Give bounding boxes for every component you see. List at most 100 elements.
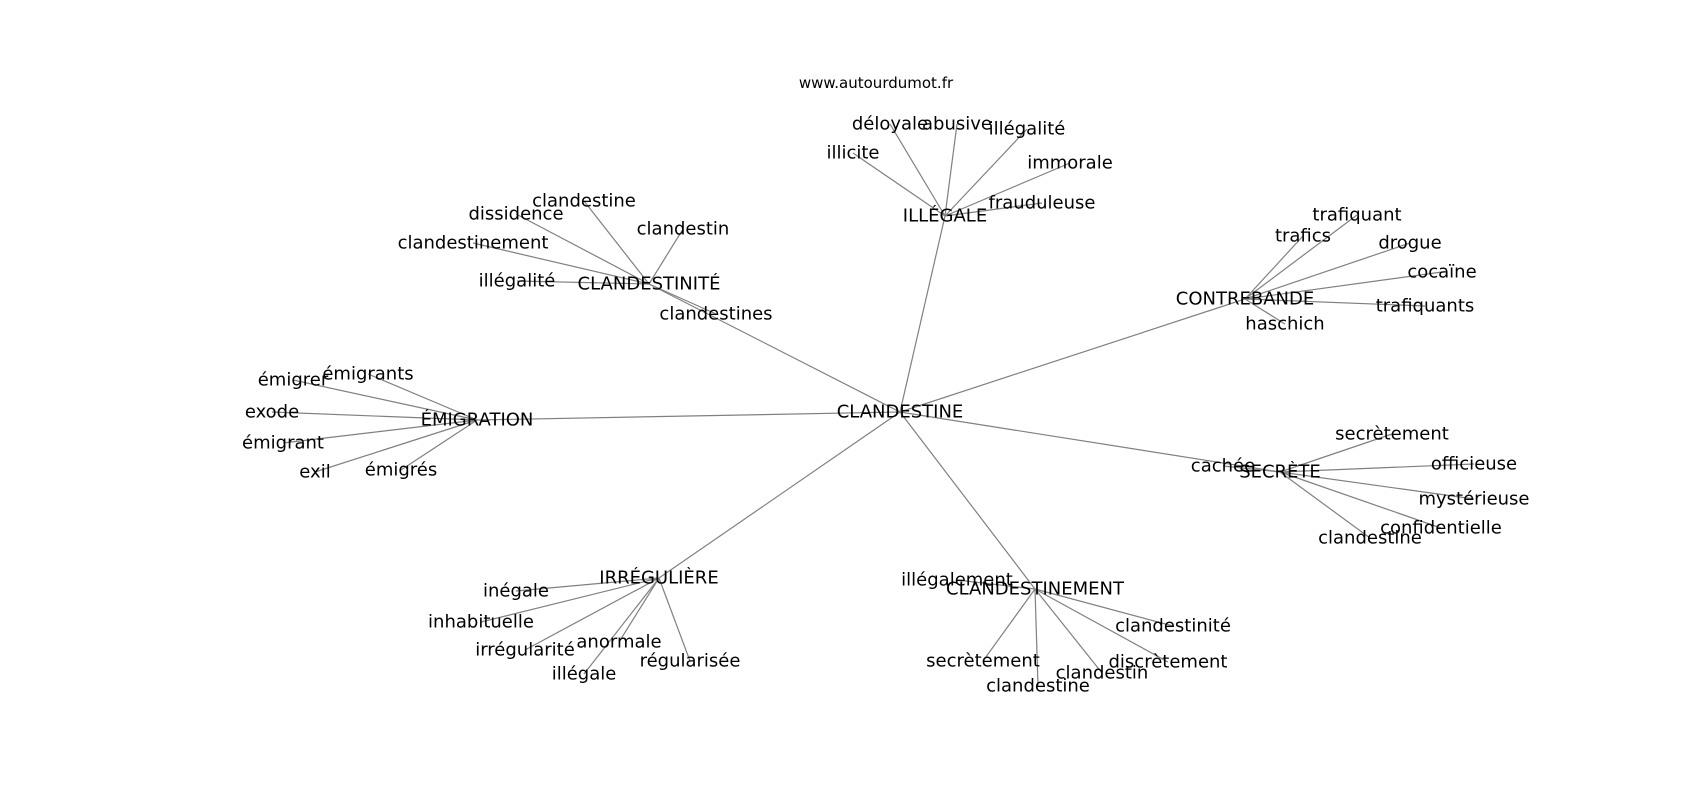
node-irreguliere-illegale: illégale	[552, 664, 617, 685]
edge-emigration-to-emigration_emigres	[400, 419, 478, 471]
edge-contrebande-to-contrebande_trafiquants	[1244, 298, 1426, 307]
node-secrete-secretement: secrètement	[1335, 424, 1449, 445]
node-clandestinement-clandestin: clandestin	[1056, 663, 1149, 684]
edge-clandestine_center-to-contrebande	[899, 298, 1246, 413]
node-irreguliere-irregularite: irrégularité	[475, 640, 575, 661]
node-illegale-immorale: immorale	[1027, 153, 1113, 174]
node-clandestinite-dissidence: dissidence	[468, 204, 563, 225]
node-clandestinite-clandestine: clandestine	[532, 191, 636, 212]
edge-clandestine_center-to-clandestinement	[899, 411, 1036, 590]
edge-secrete-to-secrete_clandestine	[1279, 471, 1371, 539]
graph-labels: www.autourdumot.fr CLANDESTINE ILLÉGALE il…	[242, 74, 1529, 697]
node-secrete-officieuse: officieuse	[1431, 454, 1517, 475]
node-emigration-exil: exil	[299, 462, 330, 483]
edge-clandestine_center-to-clandestinite	[648, 283, 901, 413]
edge-contrebande-to-contrebande_cocaine	[1244, 271, 1443, 300]
node-clandestinement-discretement: discrètement	[1109, 652, 1228, 673]
node-illegale-abusive: abusive	[922, 114, 992, 135]
node-contrebande-trafics: trafics	[1275, 226, 1331, 247]
edge-contrebande-to-contrebande_drogue	[1244, 242, 1411, 300]
node-contrebande-trafiquants: trafiquants	[1376, 296, 1475, 317]
edge-emigration-to-emigration_exode	[271, 411, 478, 421]
node-clandestinite-clandestin: clandestin	[637, 219, 730, 240]
edge-emigration-to-emigration_emigrants	[367, 373, 478, 421]
edge-clandestinement-to-clandestinement_clandestinite	[1034, 588, 1174, 627]
edge-clandestinement-to-clandestinement_clandestin	[1034, 588, 1103, 674]
node-illegale-deloyale: déloyale	[852, 114, 928, 135]
edge-clandestine_center-to-secrete	[899, 411, 1281, 473]
edge-illegale-to-illegale_illicite	[852, 152, 946, 217]
node-secrete-confidentielle: confidentielle	[1380, 518, 1502, 539]
node-secrete-clandestine: clandestine	[1318, 528, 1422, 549]
edge-secrete-to-secrete_mysterieuse	[1279, 471, 1475, 500]
edge-clandestine_center-to-irreguliere	[658, 411, 901, 579]
node-emigration-emigrants: émigrants	[322, 364, 413, 385]
edge-clandestinite-to-clandestinite_clandestinement	[472, 242, 650, 285]
edge-clandestinement-to-clandestinement_clandestine	[1034, 588, 1039, 687]
edge-contrebande-to-contrebande_trafiquant	[1244, 214, 1358, 300]
edge-irreguliere-to-irreguliere_inegale	[515, 577, 660, 592]
source-watermark: www.autourdumot.fr	[799, 74, 954, 92]
edge-clandestinement-to-clandestinement_secretement	[982, 588, 1036, 662]
node-secrete-cachee: cachée	[1191, 456, 1255, 477]
edge-irreguliere-to-irreguliere_irregularite	[524, 577, 660, 651]
edge-illegale-to-illegale_frauduleuse	[944, 202, 1043, 217]
edge-contrebande-to-contrebande_haschich	[1244, 298, 1286, 325]
node-irreguliere-regularisee: régularisée	[640, 651, 741, 672]
node-illegale-frauduleuse: frauduleuse	[989, 193, 1096, 214]
edge-clandestinement-to-clandestinement_discretement	[1034, 588, 1169, 663]
node-contrebande-cocaine: cocaïne	[1407, 262, 1476, 283]
node-clandestinement: CLANDESTINEMENT	[946, 579, 1125, 600]
edge-irreguliere-to-irreguliere_illegale	[583, 577, 660, 675]
edge-irreguliere-to-irreguliere_inhabituelle	[480, 577, 660, 623]
node-contrebande-haschich: haschich	[1245, 314, 1324, 335]
node-contrebande: CONTREBANDE	[1176, 289, 1314, 310]
edge-clandestinite-to-clandestinite_illegalite	[516, 280, 650, 285]
node-clandestinite-illegalite: illégalité	[479, 271, 556, 292]
edge-illegale-to-illegale_deloyale	[889, 123, 946, 217]
edge-contrebande-to-contrebande_trafics	[1244, 235, 1304, 300]
node-irreguliere-inegale: inégale	[483, 581, 549, 602]
node-clandestinite-clandestinement: clandestinement	[398, 233, 549, 254]
edge-secrete-to-secrete_officieuse	[1279, 463, 1475, 473]
graph-edges	[271, 123, 1475, 687]
node-clandestinement-clandestine: clandestine	[986, 676, 1090, 697]
node-emigration-exode: exode	[245, 402, 299, 423]
edge-secrete-to-secrete_confidentielle	[1279, 471, 1442, 529]
edge-illegale-to-illegale_immorale	[944, 162, 1071, 217]
edge-clandestinite-to-clandestinite_clandestin	[648, 228, 684, 285]
edge-irreguliere-to-irreguliere_regularisee	[658, 577, 691, 662]
edge-clandestine_center-to-emigration	[476, 411, 901, 421]
node-illegale-illegalite: illégalité	[989, 119, 1066, 140]
edge-secrete-to-secrete_cachee	[1222, 465, 1281, 473]
edge-clandestinite-to-clandestinite_clandestine	[583, 200, 650, 285]
edge-illegale-to-illegale_illegalite	[944, 128, 1028, 217]
node-secrete: SECRÈTE	[1239, 461, 1321, 483]
edge-emigration-to-emigration_emigrant	[282, 419, 478, 444]
edge-clandestine_center-to-illegale	[899, 215, 946, 413]
node-emigration-emigrant: émigrant	[242, 433, 324, 454]
node-clandestinement-secretement: secrètement	[926, 651, 1040, 672]
node-clandestinement-clandestinite: clandestinité	[1115, 616, 1231, 637]
node-irreguliere: IRRÉGULIÈRE	[599, 567, 718, 589]
node-contrebande-drogue: drogue	[1378, 233, 1441, 254]
edge-clandestinite-to-clandestinite_dissidence	[515, 213, 650, 285]
node-emigration: ÉMIGRATION	[421, 409, 534, 431]
edge-emigration-to-emigration_exil	[314, 419, 478, 473]
edge-illegale-to-illegale_abusive	[944, 123, 958, 217]
edge-clandestinite-to-clandestinite_clandestines	[648, 283, 717, 315]
node-contrebande-trafiquant: trafiquant	[1312, 205, 1401, 226]
node-irreguliere-inhabituelle: inhabituelle	[428, 612, 534, 633]
node-illegale: ILLÉGALE	[903, 205, 987, 227]
edge-emigration-to-emigration_emigrer	[292, 379, 478, 421]
node-clandestinite-clandestines: clandestines	[659, 304, 772, 325]
node-irreguliere-anormale: anormale	[576, 632, 661, 653]
node-clandestine-center: CLANDESTINE	[837, 402, 964, 423]
node-emigration-emigres: émigrés	[365, 460, 438, 481]
node-clandestinite: CLANDESTINITÉ	[578, 273, 721, 295]
edge-secrete-to-secrete_secretement	[1279, 433, 1393, 473]
edge-irreguliere-to-irreguliere_anormale	[618, 577, 660, 643]
node-clandestinement-illegalement: illégalement	[901, 570, 1013, 591]
node-emigration-emigrer: émigrer	[258, 370, 329, 391]
